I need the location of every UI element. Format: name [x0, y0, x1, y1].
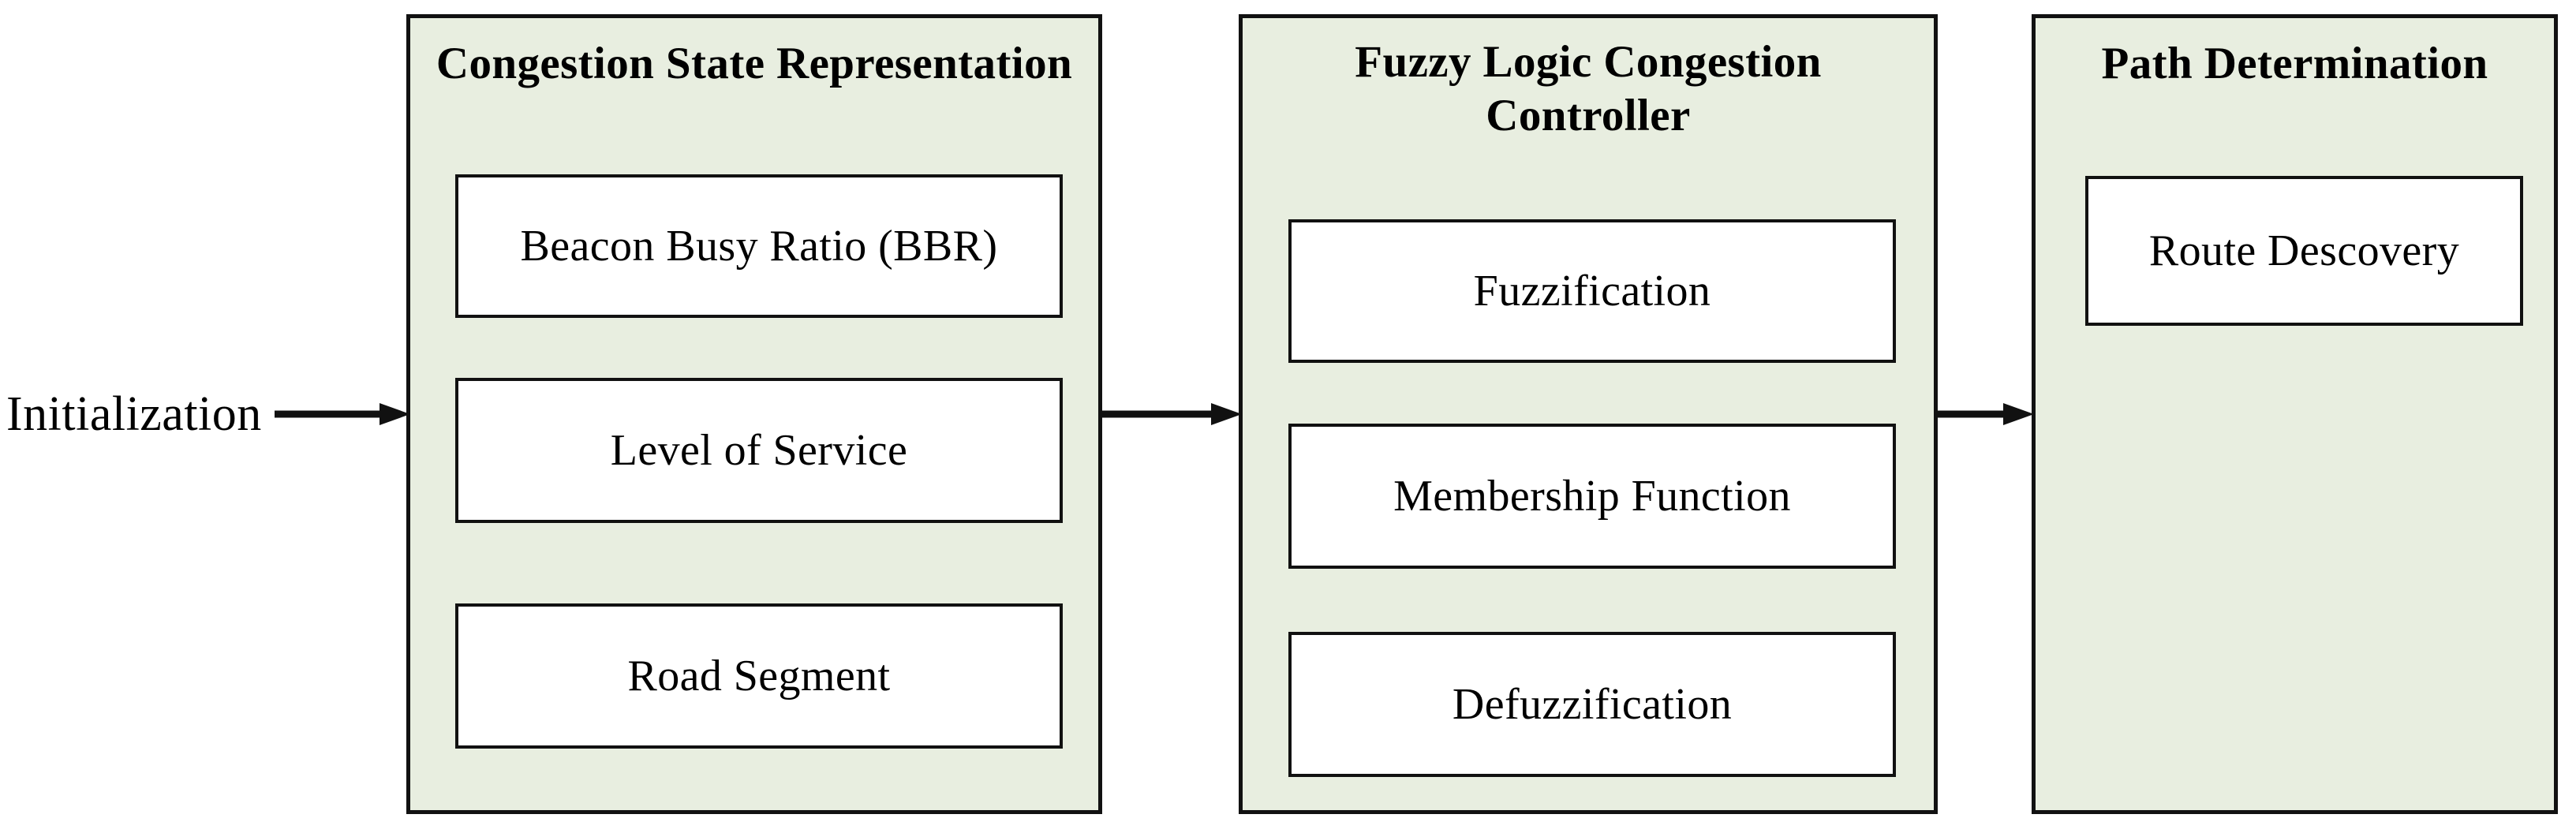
- box-label-level-of-service: Level of Service: [610, 426, 908, 475]
- arrow-init-to-congestion: [275, 402, 410, 426]
- box-defuzzification[interactable]: Defuzzification: [1288, 632, 1896, 777]
- arrow-congestion-to-fuzzy: [1101, 402, 1242, 426]
- panel-path-determination: Path Determination Route Descovery: [2032, 14, 2558, 814]
- box-label-membership-function: Membership Function: [1393, 472, 1791, 521]
- panel-title-fuzzy-logic-congestion-controller: Fuzzy Logic Congestion Controller: [1243, 35, 1934, 143]
- box-label-defuzzification: Defuzzification: [1452, 680, 1733, 729]
- box-route-descovery[interactable]: Route Descovery: [2085, 176, 2523, 326]
- panel-title-congestion-state-representation: Congestion State Representation: [436, 39, 1073, 88]
- box-beacon-busy-ratio[interactable]: Beacon Busy Ratio (BBR): [455, 174, 1063, 318]
- panel-title-line-1: Fuzzy Logic Congestion: [1355, 37, 1822, 87]
- panel-title-line-2: Controller: [1486, 91, 1691, 140]
- box-level-of-service[interactable]: Level of Service: [455, 378, 1063, 523]
- panel-title-path-determination: Path Determination: [2101, 39, 2488, 88]
- box-fuzzification[interactable]: Fuzzification: [1288, 219, 1896, 363]
- box-road-segment[interactable]: Road Segment: [455, 603, 1063, 749]
- panel-fuzzy-logic-congestion-controller: Fuzzy Logic Congestion Controller Fuzzif…: [1239, 14, 1938, 814]
- panel-congestion-state-representation: Congestion State Representation Beacon B…: [406, 14, 1102, 814]
- box-label-route-descovery: Route Descovery: [2148, 226, 2460, 275]
- arrow-fuzzy-to-path: [1938, 402, 2034, 426]
- box-label-road-segment: Road Segment: [627, 652, 891, 700]
- box-label-fuzzification: Fuzzification: [1473, 267, 1711, 316]
- box-membership-function[interactable]: Membership Function: [1288, 424, 1896, 569]
- box-label-beacon-busy-ratio: Beacon Busy Ratio (BBR): [520, 222, 998, 271]
- initialization-label: Initialization: [6, 387, 262, 441]
